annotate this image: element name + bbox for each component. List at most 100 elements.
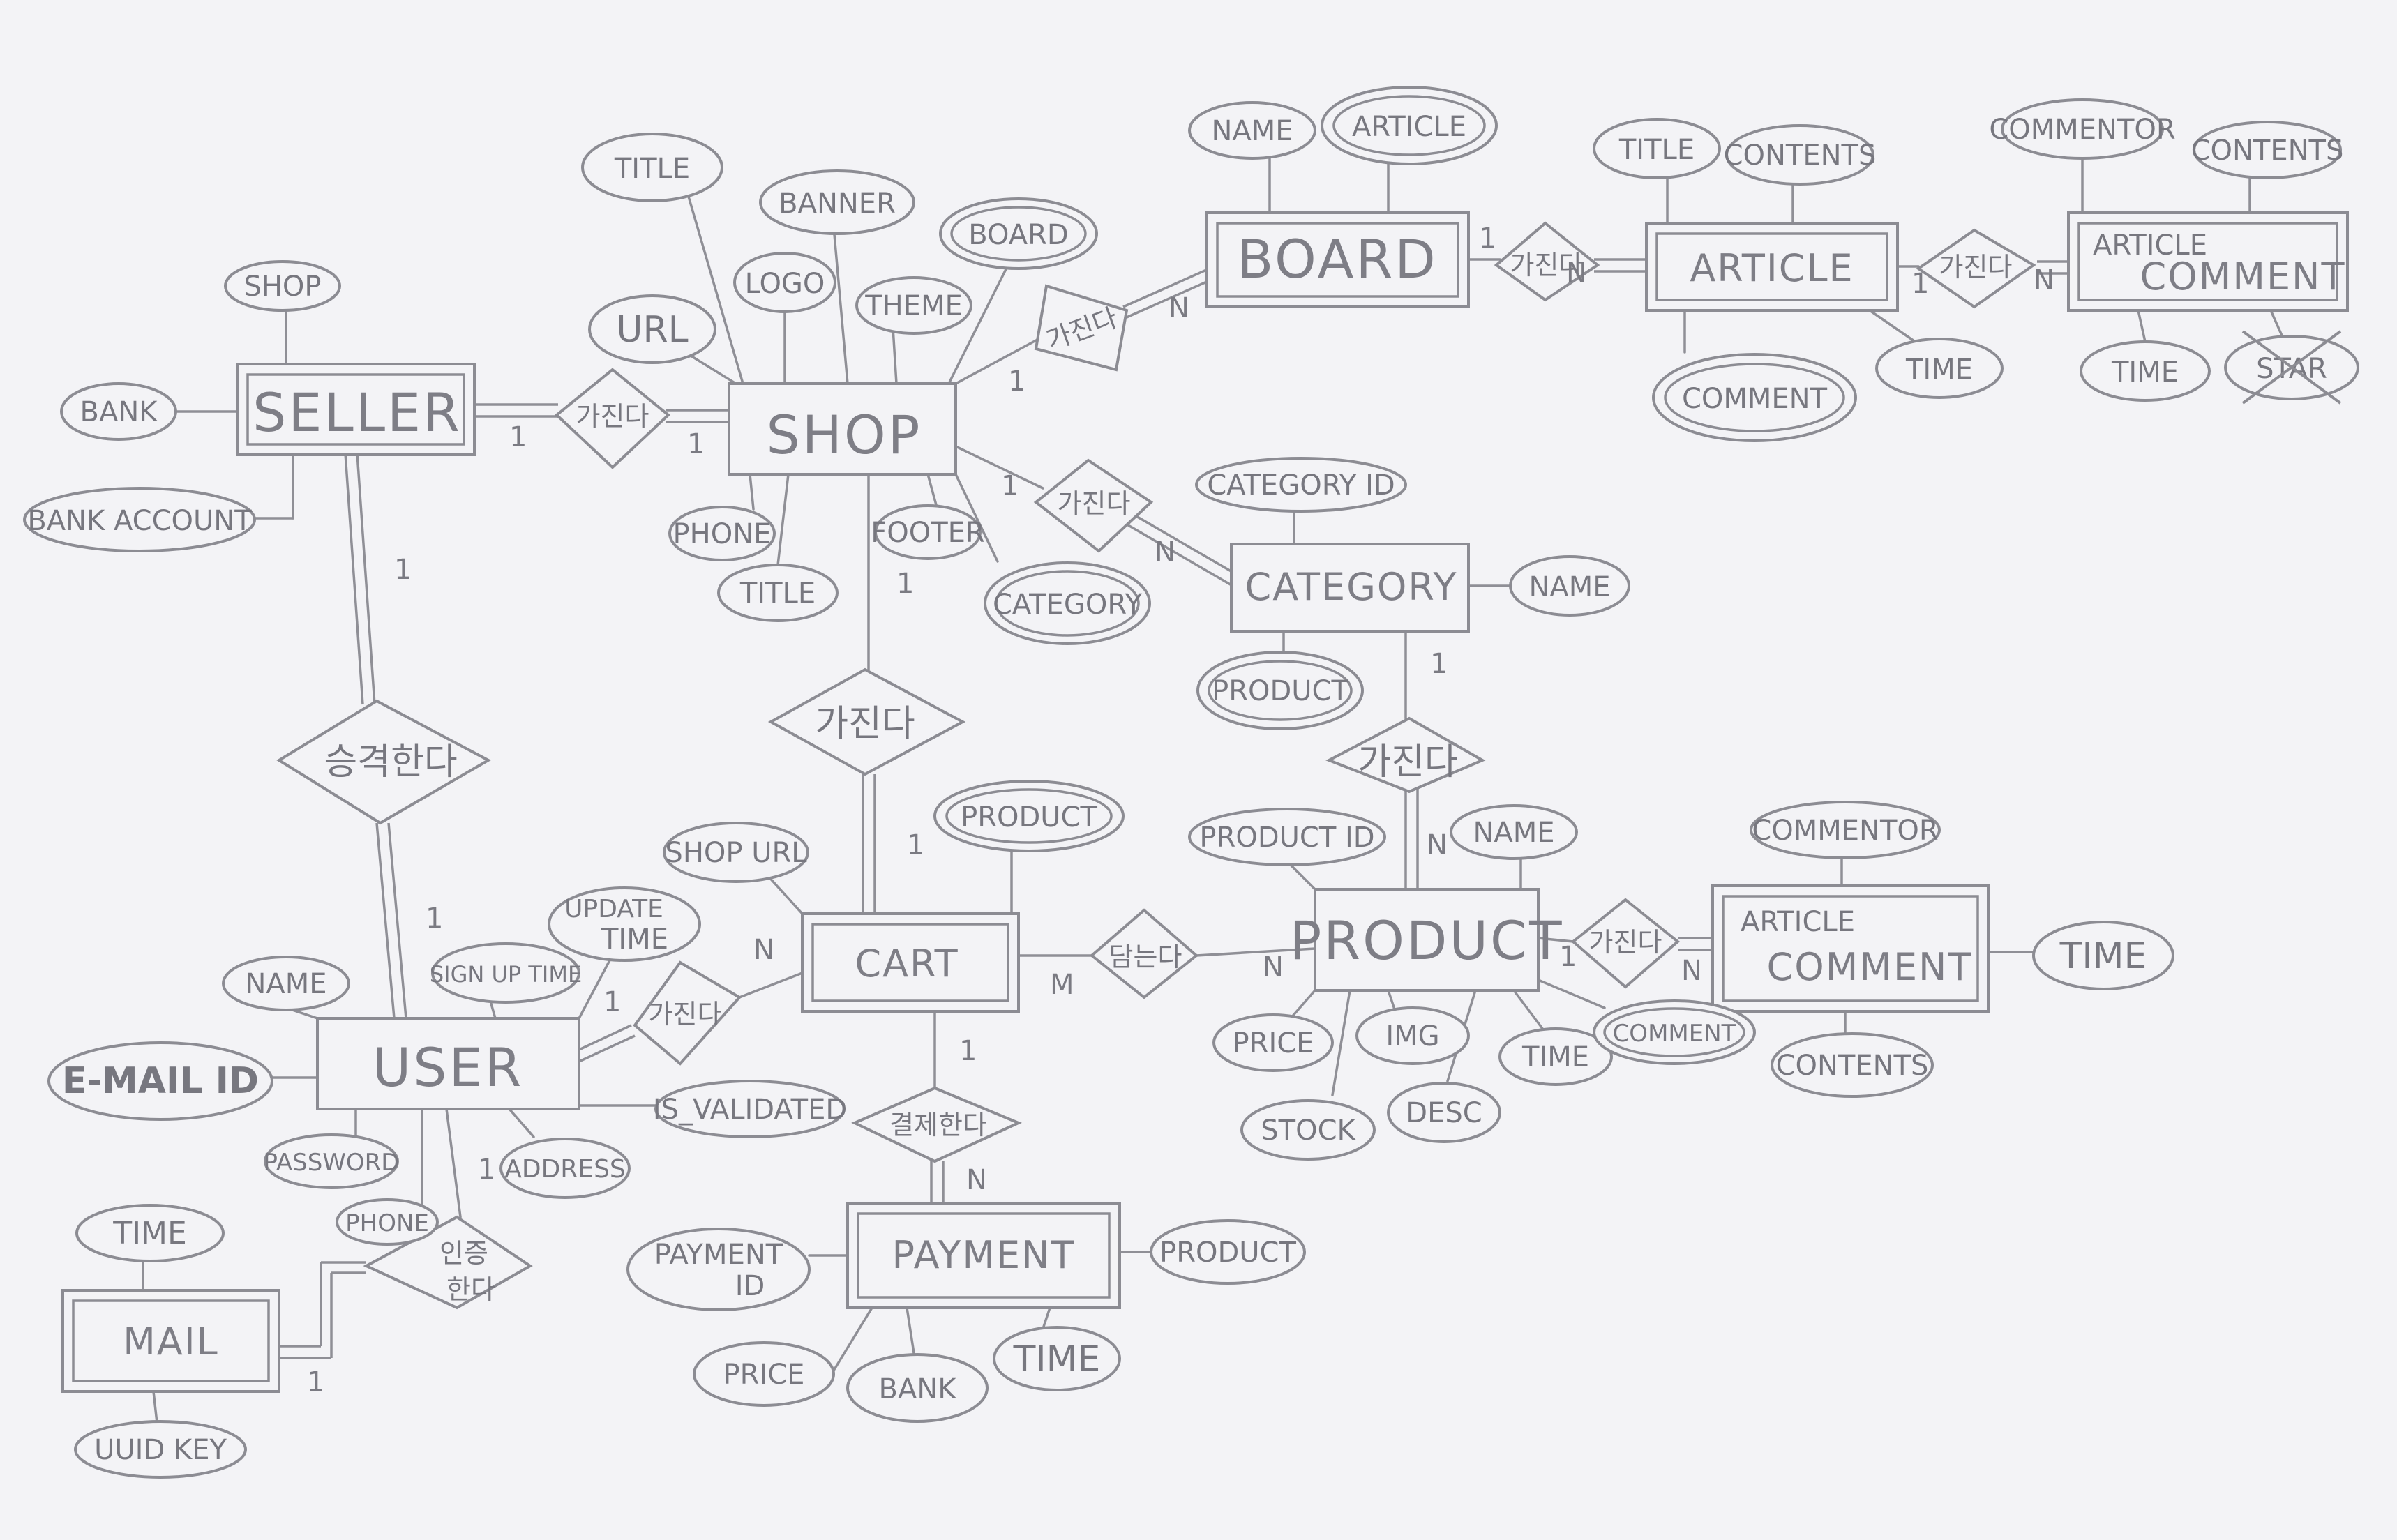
svg-text:CATEGORY ID: CATEGORY ID (1207, 469, 1395, 501)
svg-text:CART: CART (855, 942, 959, 986)
svg-text:TITLE: TITLE (1618, 134, 1695, 166)
attr-user-name: NAME (222, 956, 350, 1011)
attr-shop-title-top: TITLE (581, 133, 723, 202)
entity-article-comment-product: ARTICLE COMMENT (1711, 884, 1990, 1013)
entity-payment: PAYMENT (846, 1202, 1121, 1309)
card-user-mail-mail: 1 (307, 1366, 324, 1398)
svg-text:BANNER: BANNER (779, 188, 896, 220)
attributes: SHOP BANK BANK ACCOUNT TITLE BANNER LOGO… (23, 86, 2359, 1479)
svg-text:TIME: TIME (112, 1216, 187, 1251)
card-user-cart-cart: N (753, 934, 774, 966)
svg-text:TIME: TIME (1013, 1338, 1101, 1380)
svg-text:가진다: 가진다 (576, 401, 649, 432)
svg-text:PHONE: PHONE (345, 1209, 429, 1237)
attr-shop-banner: BANNER (759, 169, 915, 235)
attr-category-id: CATEGORY ID (1195, 457, 1407, 513)
attr-product-stock: STOCK (1240, 1099, 1376, 1161)
svg-text:가진다: 가진다 (1058, 488, 1131, 519)
attr-article-contents: CONTENTS (1724, 124, 1876, 186)
svg-text:ID: ID (735, 1270, 765, 1302)
svg-text:PRODUCT: PRODUCT (1159, 1237, 1296, 1269)
attr-payment-id: PAYMENT ID (626, 1228, 811, 1311)
entities: SELLER SHOP BOARD ARTICLE ARTICLE COMMEN… (61, 211, 2349, 1393)
svg-text:PRODUCT: PRODUCT (1289, 909, 1563, 972)
rel-user-cart: 가진다 (633, 960, 742, 1066)
svg-text:COMMENTOR: COMMENTOR (1752, 815, 1938, 847)
attr-product-comment-commentor: COMMENTOR (1750, 801, 1941, 859)
entity-mail: MAIL (61, 1289, 280, 1393)
svg-text:BOARD: BOARD (968, 219, 1068, 251)
rel-user-mail: 인증 한다 (363, 1215, 533, 1310)
svg-text:SHOP: SHOP (766, 404, 922, 466)
svg-text:NAME: NAME (1528, 571, 1610, 603)
attr-product-name: NAME (1450, 804, 1578, 860)
attr-payment-bank: BANK (846, 1353, 989, 1423)
entity-product: PRODUCT (1289, 888, 1563, 992)
attr-product-id: PRODUCT ID (1188, 808, 1386, 866)
svg-text:UUID KEY: UUID KEY (94, 1434, 227, 1466)
svg-text:TITLE: TITLE (614, 153, 690, 185)
svg-text:TITLE: TITLE (739, 578, 816, 610)
svg-text:UPDATE: UPDATE (564, 895, 663, 923)
svg-text:PRODUCT: PRODUCT (1212, 675, 1348, 707)
svg-text:TIME: TIME (2111, 356, 2179, 388)
svg-text:BANK ACCOUNT: BANK ACCOUNT (27, 505, 252, 537)
card-user-cart-user: 1 (603, 986, 621, 1018)
card-seller-shop-shop: 1 (687, 428, 705, 460)
card-board-article-article: N (1566, 257, 1587, 289)
card-cart-payment-payment: N (966, 1164, 987, 1196)
svg-text:ARTICLE: ARTICLE (1690, 246, 1854, 290)
svg-text:PRODUCT ID: PRODUCT ID (1199, 822, 1374, 854)
attr-product-img: IMG (1355, 1006, 1470, 1065)
svg-text:COMMENT: COMMENT (2140, 255, 2346, 299)
svg-text:TIME: TIME (2059, 935, 2147, 977)
svg-text:한다: 한다 (446, 1274, 495, 1305)
attr-user-phone: PHONE (336, 1198, 439, 1246)
svg-text:SELLER: SELLER (253, 382, 462, 444)
attr-product-time: TIME (1498, 1027, 1613, 1086)
card-article-comment-comment: N (2034, 264, 2054, 296)
svg-text:MAIL: MAIL (123, 1320, 219, 1364)
svg-text:CATEGORY: CATEGORY (993, 589, 1143, 621)
svg-text:COMMENT: COMMENT (1613, 1020, 1736, 1048)
attr-mail-uuid-key: UUID KEY (74, 1420, 247, 1479)
svg-text:NAME: NAME (1473, 817, 1554, 849)
svg-text:PRICE: PRICE (1233, 1027, 1314, 1059)
svg-text:승격한다: 승격한다 (324, 741, 457, 783)
card-shop-cart-shop: 1 (896, 568, 914, 600)
svg-text:E-MAIL ID: E-MAIL ID (62, 1060, 259, 1102)
attr-product-comment-time: TIME (2032, 921, 2174, 990)
svg-text:COMMENT: COMMENT (1682, 383, 1828, 415)
attr-cart-shop-url: SHOP URL (663, 822, 809, 883)
svg-text:STAR: STAR (2256, 353, 2327, 385)
attr-user-update-time: UPDATE TIME (548, 886, 701, 962)
attr-seller-shop: SHOP (224, 260, 341, 312)
svg-text:인증: 인증 (439, 1238, 488, 1269)
svg-text:가진다: 가진다 (815, 703, 915, 745)
attr-mail-time: TIME (75, 1204, 225, 1262)
attr-user-signup-time: SIGN UP TIME (430, 942, 582, 1004)
svg-text:COMMENTOR: COMMENTOR (1989, 114, 2175, 146)
svg-text:가진다: 가진다 (649, 999, 722, 1029)
svg-text:가진다: 가진다 (1358, 741, 1458, 783)
attr-shop-title-bottom: TITLE (717, 564, 839, 622)
svg-text:CONTENTS: CONTENTS (1776, 1050, 1929, 1082)
rel-article-comment: 가진다 (1916, 228, 2036, 309)
entity-article: ARTICLE (1645, 222, 1899, 312)
svg-text:가진다: 가진다 (1939, 252, 2013, 282)
rel-shop-board: 가진다 (1034, 284, 1129, 372)
svg-text:FOOTER: FOOTER (871, 517, 984, 549)
svg-text:BANK: BANK (879, 1373, 958, 1405)
svg-text:LOGO: LOGO (745, 268, 825, 300)
rel-cart-product: 담는다 (1089, 908, 1199, 999)
svg-text:ARTICLE: ARTICLE (2093, 229, 2207, 262)
cardinalities: 1 1 1 N 1 N 1 N 1 N 1 1 1 N 1 1 1 N M N … (307, 222, 2054, 1398)
card-shop-board-board: N (1169, 292, 1189, 324)
svg-text:BOARD: BOARD (1237, 228, 1438, 290)
attr-shop-url: URL (588, 294, 716, 364)
svg-text:가진다: 가진다 (1510, 250, 1584, 280)
card-category-product-product: N (1427, 829, 1448, 861)
card-shop-category-category: N (1155, 536, 1175, 568)
